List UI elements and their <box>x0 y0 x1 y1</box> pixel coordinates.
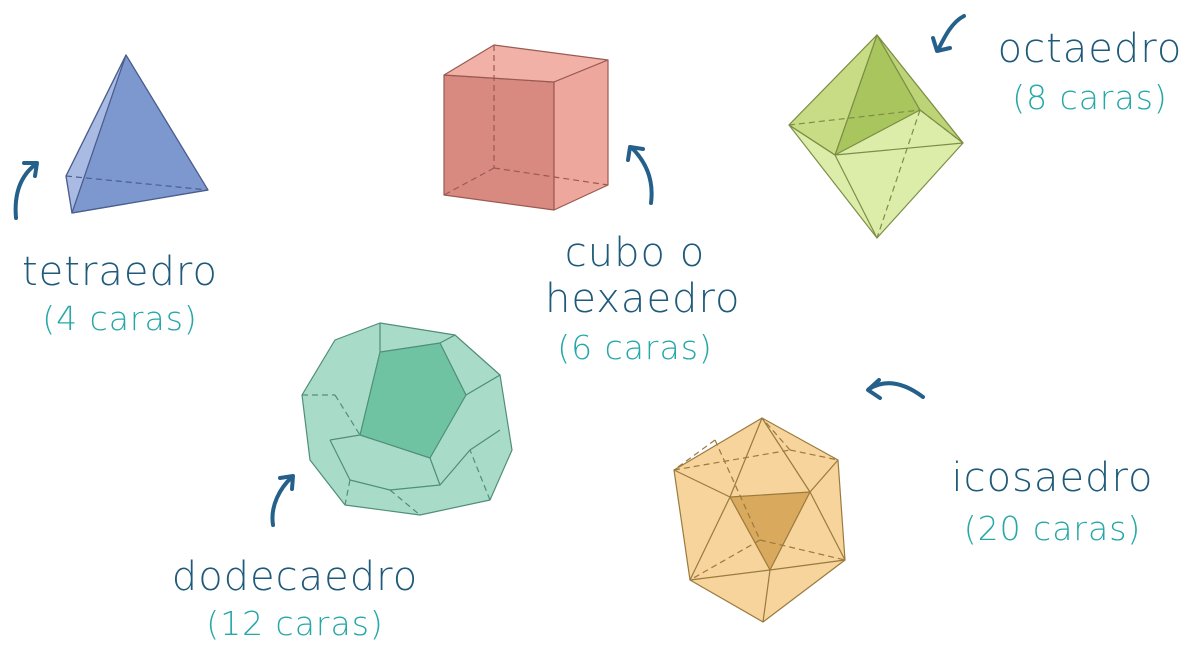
octahedron-shape <box>788 34 964 239</box>
tetrahedron-shape <box>65 54 209 214</box>
arrow-icosaedro-icon <box>866 378 925 400</box>
dodecahedron-shape <box>301 322 513 516</box>
icosahedron-shape <box>673 417 846 623</box>
solid-name: octaedro <box>997 26 1183 72</box>
solid-faces: (4 caras) <box>42 299 198 338</box>
solid-name: icosaedro <box>951 455 1154 501</box>
solid-faces: (20 caras) <box>963 509 1142 548</box>
solid-name-line2: hexaedro <box>545 276 741 322</box>
solid-faces: (12 caras) <box>206 604 384 643</box>
label-octaedro: octaedro (8 caras) <box>995 26 1185 118</box>
arrow-tetraedro-icon <box>13 161 39 220</box>
solid-name-line1: cubo o <box>564 230 706 276</box>
arrow-dodecaedro-icon <box>270 474 295 527</box>
label-cubo-hexaedro: cubo o hexaedro (6 caras) <box>545 230 741 368</box>
solid-faces: (6 caras) <box>557 328 713 367</box>
cube-shape <box>443 44 609 211</box>
arrow-octaedro-icon <box>931 14 966 53</box>
arrow-cubo-icon <box>626 145 654 205</box>
label-tetraedro: tetraedro (4 caras) <box>15 249 225 339</box>
label-dodecaedro: dodecaedro (12 caras) <box>170 554 420 644</box>
solid-faces: (8 caras) <box>1012 78 1168 117</box>
label-icosaedro: icosaedro (20 caras) <box>945 455 1160 549</box>
solid-name: tetraedro <box>22 249 218 295</box>
solid-name: dodecaedro <box>171 554 419 600</box>
